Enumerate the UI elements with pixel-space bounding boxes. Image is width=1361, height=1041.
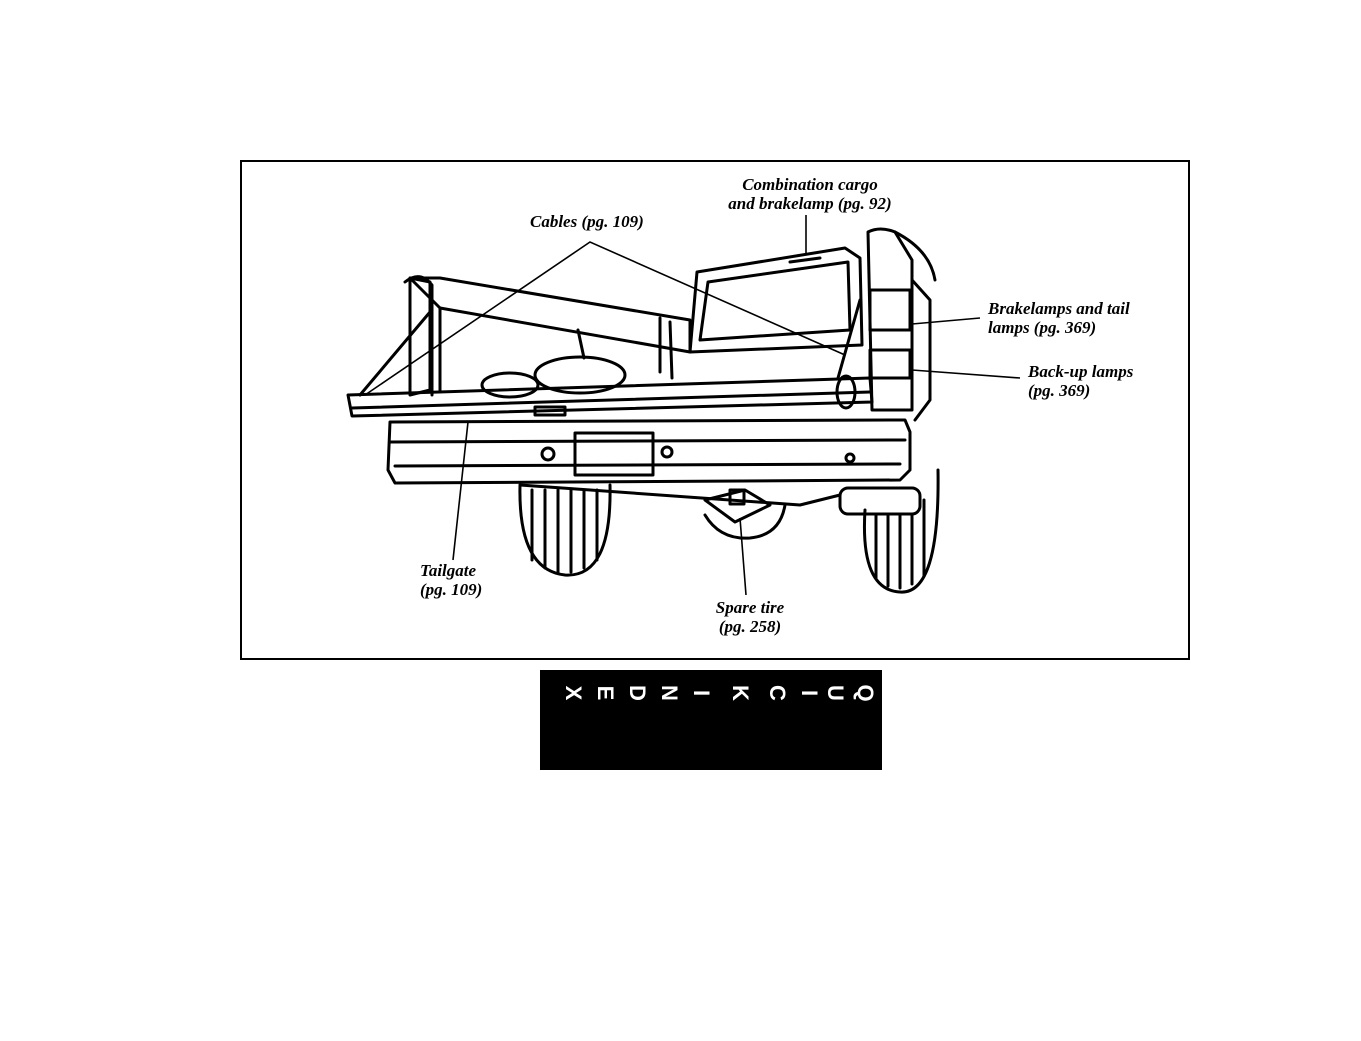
callout-brake-tail-line1: Brakelamps and tail [988, 299, 1130, 318]
callout-spare-tire-line1: Spare tire [700, 598, 800, 617]
callout-tailgate: Tailgate (pg. 109) [420, 561, 482, 599]
quick-index-letter: N [656, 678, 682, 708]
callout-combination-lamp-line1: Combination cargo [710, 175, 910, 194]
quick-index-letter: I [796, 678, 822, 708]
callout-backup-line1: Back-up lamps [1028, 362, 1133, 381]
tail-lamp [870, 290, 910, 330]
bed-right-pillar [868, 229, 912, 410]
callout-combination-lamp: Combination cargo and brakelamp (pg. 92) [710, 175, 910, 213]
callout-cables: Cables (pg. 109) [530, 212, 644, 231]
callout-spare-tire: Spare tire (pg. 258) [700, 598, 800, 636]
callout-combination-lamp-line2: and brakelamp (pg. 92) [710, 194, 910, 213]
leader-brake-tail [912, 318, 980, 324]
exhaust-pipe [840, 488, 920, 514]
callout-brake-tail: Brakelamps and tail lamps (pg. 369) [988, 299, 1130, 337]
quick-index-letters: X E D N I K C I U Q [540, 680, 882, 706]
quick-index-letter: X [560, 678, 586, 708]
callout-cables-text: Cables (pg. 109) [530, 212, 644, 231]
quick-index-letter: Q [852, 678, 878, 708]
leader-backup [912, 370, 1020, 378]
quick-index-tab: X E D N I K C I U Q [540, 670, 882, 770]
quick-index-letter: K [727, 678, 753, 708]
backup-lamp [870, 350, 910, 378]
left-cable [360, 312, 430, 395]
callout-spare-tire-line2: (pg. 258) [700, 617, 800, 636]
callout-backup: Back-up lamps (pg. 369) [1028, 362, 1133, 400]
quick-index-letter: C [764, 678, 790, 708]
leader-spare-tire [740, 518, 746, 595]
license-plate [575, 433, 653, 475]
bed-left-side [410, 278, 690, 352]
quick-index-letter: I [688, 678, 714, 708]
callout-backup-line2: (pg. 369) [1028, 381, 1133, 400]
quick-index-letter: D [624, 678, 650, 708]
quick-index-letter: U [822, 678, 848, 708]
tailgate [348, 378, 872, 416]
callout-tailgate-line2: (pg. 109) [420, 580, 482, 599]
quick-index-letter: E [592, 678, 618, 708]
leader-cables [365, 242, 845, 395]
callout-tailgate-line1: Tailgate [420, 561, 482, 580]
callout-brake-tail-line2: lamps (pg. 369) [988, 318, 1130, 337]
